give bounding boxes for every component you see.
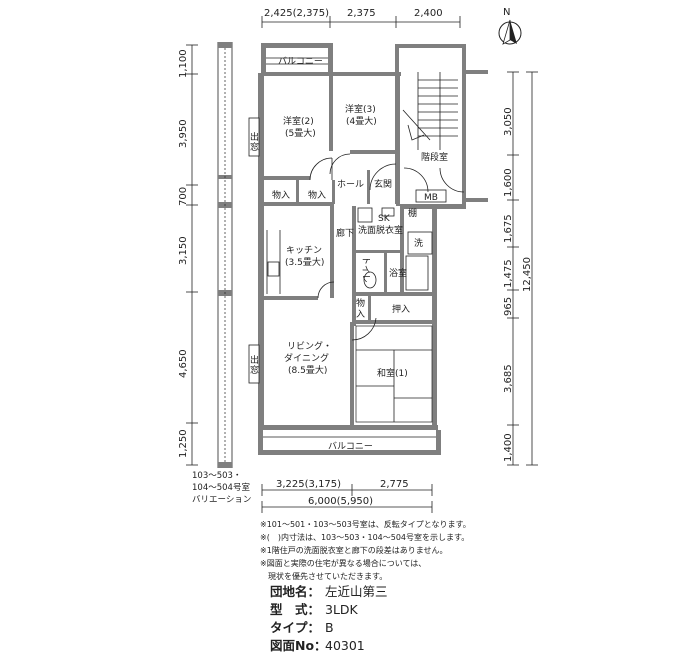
notes-block: ※101〜501・103〜503号室は、反転タイプとなります。 ※( )内寸法は… [260,518,471,583]
label-window-bottom-1: 出 [250,354,259,366]
info-type-value: B [325,620,334,635]
top-dimension-line: 2,425(2,375) 2,375 2,400 [261,8,461,28]
label-storage2: 物入 [308,189,326,201]
dim-right-5: 965 [503,297,514,316]
dim-top-1: 2,425(2,375) [264,8,329,19]
dim-top-2: 2,375 [347,8,376,19]
label-japanese: 和室(1) [377,367,408,379]
label-kitchen-size: (3.5畳大) [285,256,324,268]
label-balcony-bottom: バルコニー [328,441,373,452]
info-layout-label: 型 式： [270,602,321,617]
label-hall: ホール [337,179,364,190]
dim-bottom-total: 6,000(5,950) [308,496,373,507]
variation-strip [217,42,233,468]
label-mb: MB [424,193,438,203]
compass-label: N [503,7,510,18]
dim-right-6: 3,685 [503,364,514,393]
info-layout: 型 式： 3LDK [270,601,388,619]
label-kitchen-name: キッチン [286,245,322,256]
label-living-2: ダイニング [284,352,329,364]
room-labels: バルコニー 洋室(2) (5畳大) 洋室(3) (4畳大) 階段室 出 窓 物入… [250,56,448,452]
dim-left-3: 700 [178,187,189,206]
label-entrance: 玄関 [374,178,392,190]
dim-right-7: 1,400 [503,433,514,462]
info-drawing-value: 40301 [325,638,365,653]
dim-right-total: 12,450 [522,257,533,292]
label-bath: 浴室 [389,267,407,279]
dim-right-1: 3,050 [503,107,514,136]
fixture-details [266,57,465,423]
bottom-dimension-line: 3,225(3,175) 2,775 6,000(5,950) [261,479,433,513]
interior-walls [262,76,436,427]
dim-left-1: 1,100 [178,49,189,78]
label-stair: 階段室 [421,151,448,163]
label-storage1: 物入 [272,189,290,201]
info-estate-value: 左近山第三 [325,584,388,599]
label-sk: SK [378,214,391,224]
dim-right-2: 1,600 [503,168,514,197]
info-estate: 団地名： 左近山第三 [270,583,388,601]
label-corridor: 廊下 [336,227,354,239]
info-drawing-label: 図面No： [270,638,327,653]
info-type: タイプ： B [270,619,388,637]
label-window-top-1: 出 [250,131,259,143]
label-western3-name: 洋室(3) [345,103,376,115]
label-closet: 押入 [392,303,410,315]
label-shelf: 棚 [408,207,417,219]
info-type-label: タイプ： [270,620,321,635]
dim-left-6: 1,250 [178,429,189,458]
dim-left-2: 3,950 [178,119,189,148]
info-block: 団地名： 左近山第三 型 式： 3LDK タイプ： B 図面No：40301 [270,583,388,655]
label-western3-size: (4畳大) [346,115,377,127]
label-western2-name: 洋室(2) [283,115,314,127]
staircase [402,72,458,150]
dim-bottom-2: 2,775 [380,479,409,490]
variation-line-1: 103〜503・ [192,471,242,481]
dim-top-3: 2,400 [414,8,443,19]
note-line-2: ※( )内寸法は、103〜503・104〜504号室を示します。 [260,533,470,542]
variation-line-2: 104〜504号室 [192,483,250,493]
variation-note: 103〜503・ 104〜504号室 バリエーション [192,470,251,506]
left-dimension-line: 1,100 3,950 700 3,150 4,650 1,250 [178,44,198,466]
info-layout-value: 3LDK [325,602,358,617]
label-window-bottom-2: 窓 [250,364,259,376]
dim-right-4: 1,475 [503,259,514,288]
dim-left-5: 4,650 [178,349,189,378]
label-washer: 洗 [414,237,423,249]
note-line-4: ※図面と実際の住宅が異なる場合については、 [260,559,427,568]
label-toilet: トイレ [360,256,370,283]
label-living-size: (8.5畳大) [288,364,327,376]
label-balcony-top: バルコニー [278,56,323,67]
label-living-1: リビング・ [287,340,332,352]
variation-line-3: バリエーション [192,495,252,505]
note-line-5: 現状を優先させていただきます。 [260,572,388,581]
dim-right-3: 1,675 [503,214,514,243]
info-drawing: 図面No：40301 [270,637,388,655]
right-dimension-line: 3,050 1,600 1,675 1,475 965 3,685 1,400 … [503,71,538,466]
label-western2-size: (5畳大) [285,127,316,139]
dim-left-4: 3,150 [178,236,189,265]
label-storage3-2: 入 [356,309,365,320]
label-storage3-1: 物 [356,297,365,309]
info-estate-label: 団地名： [270,584,321,599]
north-compass-icon: N [498,7,522,45]
label-window-top-2: 窓 [250,141,259,153]
note-line-1: ※101〜501・103〜503号室は、反転タイプとなります。 [260,520,471,529]
dim-bottom-1: 3,225(3,175) [276,479,341,490]
tatami-grid [355,325,433,423]
label-washroom: 洗面脱衣室 [358,224,403,236]
note-line-3: ※1階住戸の洗面脱衣室と廊下の段差はありません。 [260,546,448,555]
